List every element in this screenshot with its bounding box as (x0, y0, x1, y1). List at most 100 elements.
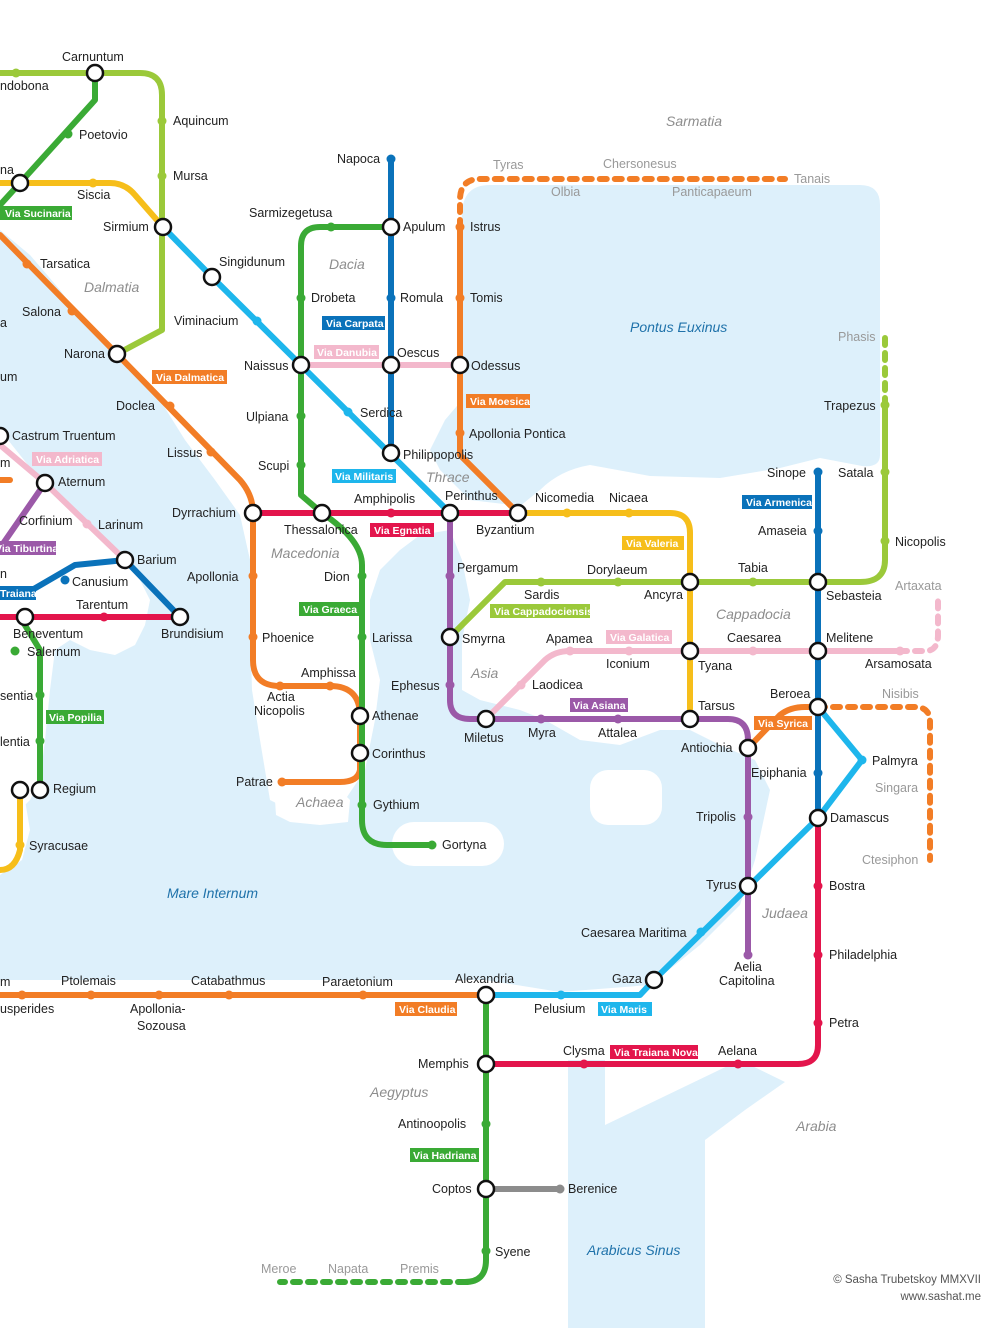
label-poetovio: Poetovio (79, 128, 128, 142)
label-apollonia-s: Apollonia- (130, 1002, 186, 1016)
label-epiphania: Epiphania (751, 766, 807, 780)
label-larinum: Larinum (98, 518, 143, 532)
label-lissus: Lissus (167, 446, 202, 460)
badge-via-traiana-nova: Via Traiana Nova (614, 1047, 698, 1059)
label-byzantium: Byzantium (476, 523, 534, 537)
label-oescus: Oescus (397, 346, 439, 360)
badge-via-dalmatica: Via Dalmatica (156, 372, 224, 384)
label-istrus: Istrus (470, 220, 501, 234)
label-hesperides: usperides (0, 1002, 54, 1016)
line-via-sucinaria (0, 70, 98, 208)
badge-via-tiburtina: Via Tiburtina (0, 543, 58, 555)
label-nicopolis2: Nicopolis (254, 704, 305, 718)
line-via-asiana (447, 510, 751, 958)
label-mursa: Mursa (173, 169, 208, 183)
badge-via-armenica: Via Armenica (746, 497, 812, 509)
line-pink-dashed (897, 597, 941, 654)
badge-via-maris: Via Maris (601, 1004, 647, 1016)
line-via-valeria (515, 510, 693, 722)
label-pelusium: Pelusium (534, 1002, 585, 1016)
label-scupi: Scupi (258, 459, 289, 473)
label-paraetonium: Paraetonium (322, 975, 393, 989)
label-edge-sentia: sentia (0, 689, 33, 703)
label-edge-lentia: lentia (0, 735, 30, 749)
label-bostra: Bostra (829, 879, 865, 893)
label-carnuntum: Carnuntum (62, 50, 124, 64)
label-nisibis: Nisibis (882, 687, 919, 701)
label-chersonesus: Chersonesus (603, 157, 677, 171)
credit: © Sasha Trubetskoy MMXVII www.sashat.me (833, 1274, 981, 1303)
label-nicomedia: Nicomedia (535, 491, 594, 505)
label-aternum: Aternum (58, 475, 105, 489)
label-gythium: Gythium (373, 798, 420, 812)
label-artaxata: Artaxata (895, 579, 942, 593)
line-via-traiana-nova (483, 815, 821, 1067)
label-edge-m: m (0, 456, 10, 470)
label-capitolina: Capitolina (719, 974, 775, 988)
line-via-syrica (745, 704, 821, 751)
badge-via-galatica: Via Galatica (610, 632, 670, 644)
line-via-maris (483, 704, 865, 998)
label-tyana: Tyana (698, 659, 732, 673)
label-gortyna: Gortyna (442, 838, 487, 852)
line-yellow-sicily (0, 787, 23, 873)
label-tarsus: Tarsus (698, 699, 735, 713)
label-corinthus: Corinthus (372, 747, 426, 761)
label-premis: Premis (400, 1262, 439, 1276)
badge-via-danubia: Via Danubia (317, 347, 377, 359)
label-amaseia: Amaseia (758, 524, 807, 538)
label-siscia: Siscia (77, 188, 110, 202)
badge-via-syrica: Via Syrica (758, 718, 808, 730)
badge-via-hadriana: Via Hadriana (413, 1150, 477, 1162)
mare-internum-sea (0, 230, 770, 992)
badge-via-adriatica: Via Adriatica (36, 454, 99, 466)
region-cappadocia: Cappadocia (716, 606, 791, 622)
label-patrae: Patrae (236, 775, 273, 789)
label-edge-a1: a (0, 316, 7, 330)
label-naissus: Naissus (244, 359, 288, 373)
badge-via-popilia: Via Popilia (49, 712, 102, 724)
label-perinthus: Perinthus (445, 489, 498, 503)
label-drobeta: Drobeta (311, 291, 356, 305)
label-ephesus: Ephesus (391, 679, 440, 693)
label-amphipolis: Amphipolis (354, 492, 415, 506)
label-smyrna: Smyrna (462, 632, 505, 646)
label-corfinium: Corfinium (19, 514, 73, 528)
label-ptolemais: Ptolemais (61, 974, 116, 988)
label-edge-n: n (0, 567, 7, 581)
label-narona: Narona (64, 347, 105, 361)
label-edge-na: na (0, 163, 14, 177)
label-odessus: Odessus (471, 359, 520, 373)
badge-via-asiana: Via Asiana (573, 700, 626, 712)
label-damascus: Damascus (830, 811, 889, 825)
badge-via-militaris: Via Militaris (335, 471, 393, 483)
label-brundisium: Brundisium (161, 627, 224, 641)
label-ctesiphon: Ctesiphon (862, 853, 918, 867)
label-tarentum: Tarentum (76, 598, 128, 612)
label-caesarea-maritima: Caesarea Maritima (581, 926, 687, 940)
badge-via-sucinaria: Via Sucinaria (5, 208, 71, 220)
badge-via-claudia: Via Claudia (399, 1004, 456, 1016)
label-vindobona: ndobona (0, 79, 49, 93)
region-arabia: Arabia (795, 1118, 837, 1134)
label-philippopolis: Philippopolis (403, 448, 473, 462)
cyprus-land (590, 770, 662, 825)
label-singara: Singara (875, 781, 918, 795)
label-tyrus: Tyrus (706, 878, 737, 892)
label-dorylaeum: Dorylaeum (587, 563, 647, 577)
region-sarmatia: Sarmatia (666, 113, 722, 129)
label-larissa: Larissa (372, 631, 412, 645)
sea-label-pontus: Pontus Euxinus (630, 319, 727, 335)
label-apulum: Apulum (403, 220, 445, 234)
badge-via-graeca: Via Graeca (303, 604, 357, 616)
region-asia: Asia (470, 665, 498, 681)
label-serdica: Serdica (360, 406, 402, 420)
region-achaea: Achaea (295, 794, 344, 810)
route-lines (0, 70, 941, 1285)
label-castrum: Castrum Truentum (12, 429, 116, 443)
label-syracusae: Syracusae (29, 839, 88, 853)
label-sebasteia: Sebasteia (826, 589, 882, 603)
label-dyrrachium: Dyrrachium (172, 506, 236, 520)
label-syene: Syene (495, 1245, 530, 1259)
